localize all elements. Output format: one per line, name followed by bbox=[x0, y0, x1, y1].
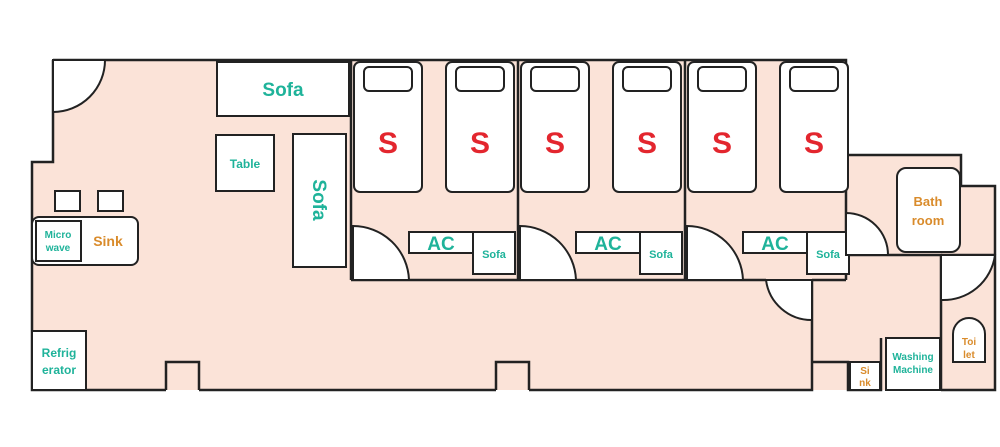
bedroom-sofa bbox=[806, 231, 850, 275]
bedroom-2: S S AC Sofa bbox=[519, 61, 683, 281]
bed-mark: S bbox=[470, 127, 490, 160]
toilet-label: Toi bbox=[962, 337, 976, 348]
toilet-label-2: let bbox=[963, 350, 975, 361]
kitchen-sink-label: Sink bbox=[93, 233, 123, 249]
refrigerator bbox=[31, 330, 87, 391]
small-sink-label-2: nk bbox=[859, 378, 871, 389]
pillow bbox=[363, 66, 413, 92]
toilet-door[interactable] bbox=[940, 254, 997, 302]
bed bbox=[687, 61, 757, 193]
bedroom-sofa-label: Sofa bbox=[482, 249, 507, 261]
pillow bbox=[697, 66, 747, 92]
bedroom-sofa-label: Sofa bbox=[649, 249, 674, 261]
refrigerator-label-2: erator bbox=[42, 363, 76, 377]
sofa-top-label: Sofa bbox=[262, 80, 304, 101]
bed bbox=[445, 61, 515, 193]
bath-door[interactable] bbox=[845, 211, 890, 256]
sofa-vertical bbox=[292, 133, 347, 268]
bed-mark: S bbox=[712, 127, 732, 160]
bed bbox=[779, 61, 849, 193]
pillow bbox=[789, 66, 839, 92]
bed-mark: S bbox=[545, 127, 565, 160]
kitchen-counter bbox=[31, 190, 139, 266]
bedroom-sofa bbox=[639, 231, 683, 275]
small-sink-label: Si bbox=[860, 366, 870, 377]
pillow bbox=[622, 66, 672, 92]
bedrooms: S S AC Sofa S S AC Sofa S S AC Sofa bbox=[352, 61, 850, 281]
bedroom-1: S S AC Sofa bbox=[352, 61, 516, 281]
ac-label: AC bbox=[594, 234, 622, 255]
bedroom-sofa bbox=[472, 231, 516, 275]
sofa-top bbox=[216, 61, 350, 117]
bed bbox=[612, 61, 682, 193]
bathtub bbox=[896, 167, 961, 253]
ac-label: AC bbox=[761, 234, 789, 255]
bed-mark: S bbox=[637, 127, 657, 160]
bed bbox=[353, 61, 423, 193]
refrigerator-label: Refrig bbox=[42, 346, 77, 360]
bed-mark: S bbox=[804, 127, 824, 160]
entrance-door[interactable] bbox=[52, 59, 107, 114]
washing-machine-label: Washing bbox=[892, 352, 933, 363]
table bbox=[215, 134, 275, 192]
sofa-vertical-label: Sofa bbox=[308, 179, 329, 221]
bedroom-door[interactable] bbox=[519, 224, 578, 281]
hall-door[interactable] bbox=[764, 279, 813, 322]
bathroom-label-2: room bbox=[912, 213, 945, 228]
bathroom-doors bbox=[764, 211, 997, 322]
bedroom-sofa-label: Sofa bbox=[816, 249, 841, 261]
pillow bbox=[530, 66, 580, 92]
bedroom-3: S S AC Sofa bbox=[686, 61, 850, 281]
bed-mark: S bbox=[378, 127, 398, 160]
pillow bbox=[455, 66, 505, 92]
washing-machine-label-2: Machine bbox=[893, 365, 933, 376]
microwave-label: Micro bbox=[45, 230, 72, 241]
small-sink bbox=[849, 361, 881, 391]
bed bbox=[520, 61, 590, 193]
washing-machine bbox=[885, 337, 941, 391]
bedroom-door[interactable] bbox=[686, 224, 745, 281]
bedroom-door[interactable] bbox=[352, 224, 411, 281]
ac-label: AC bbox=[427, 234, 455, 255]
table-label: Table bbox=[230, 157, 261, 171]
bathroom-label: Bath bbox=[914, 194, 943, 209]
microwave-label-2: wave bbox=[45, 243, 71, 254]
toilet bbox=[952, 317, 986, 363]
